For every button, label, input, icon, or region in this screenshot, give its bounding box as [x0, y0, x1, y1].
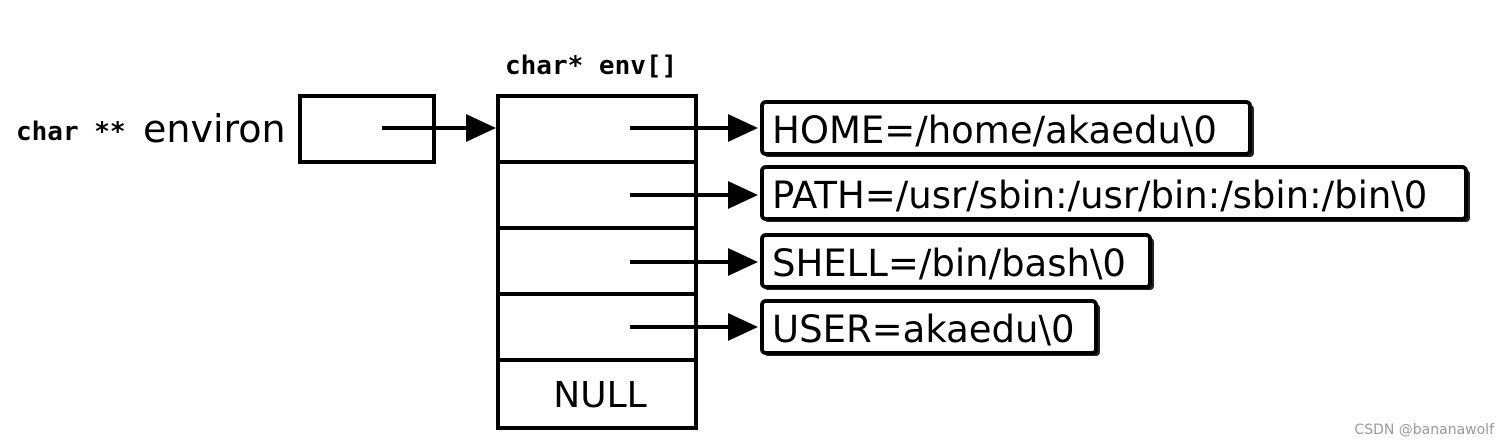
array-cell-null [496, 358, 698, 430]
string-user: USER=akaedu\0 [772, 308, 1075, 351]
arrow-head-0 [728, 114, 758, 142]
string-box-1 [760, 165, 1468, 221]
string-shell: SHELL=/bin/bash\0 [772, 242, 1126, 285]
string-boxes: HOME=/home/akaedu\0 PATH=/usr/sbin:/usr/… [760, 100, 1470, 356]
environ-type-label: char ** [16, 117, 126, 147]
arrow-head-3 [728, 313, 758, 341]
string-box-0 [760, 100, 1252, 156]
arrow-head-1 [728, 181, 758, 209]
environ-name-label: environ [143, 107, 286, 151]
watermark: CSDN @bananawolf [1354, 422, 1495, 438]
string-home: HOME=/home/akaedu\0 [772, 109, 1217, 152]
arrow-head-2 [728, 248, 758, 276]
string-box-2 [760, 233, 1152, 289]
string-path: PATH=/usr/sbin:/usr/bin:/sbin:/bin\0 [772, 174, 1427, 217]
string-box-3 [760, 299, 1098, 355]
null-label: NULL [553, 375, 646, 416]
environ-arrow-head [466, 114, 496, 142]
array-label: char* env[] [505, 51, 677, 81]
cell-arrows [630, 114, 758, 341]
